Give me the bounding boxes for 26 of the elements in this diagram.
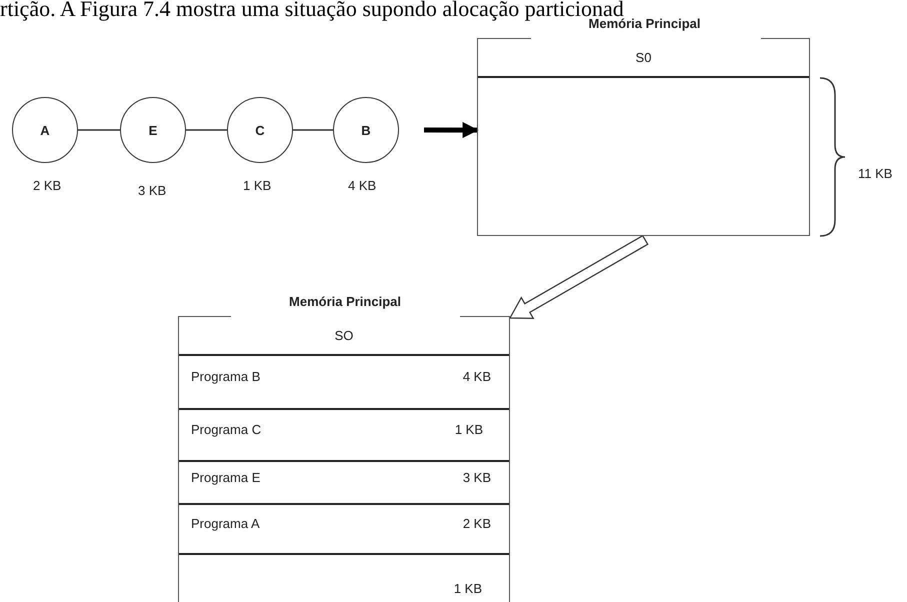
connector-line: [78, 129, 120, 131]
size-label: 3 KB: [138, 183, 166, 198]
program-name: Programa C: [191, 422, 262, 437]
program-size: 2 KB: [462, 516, 491, 531]
size-label: 11 KB: [858, 166, 892, 181]
size-label: 4 KB: [348, 178, 376, 193]
process-circle: C: [227, 97, 293, 163]
program-size: 4 KB: [462, 369, 491, 384]
connector-line: [186, 129, 227, 131]
size-label: 1 KB: [243, 178, 272, 193]
program-name: Programa E: [191, 470, 260, 485]
partition-label: S0: [636, 50, 652, 65]
program-name: Programa A: [191, 516, 260, 531]
process-circle: E: [120, 97, 186, 163]
process-circle: B: [333, 97, 399, 163]
size-label: 2 KB: [33, 178, 62, 193]
program-size: 3 KB: [462, 470, 491, 485]
process-circle: A: [12, 97, 78, 163]
memory-title: Memória Principal: [289, 294, 401, 309]
partition-label: SO: [334, 328, 354, 343]
program-name: Programa B: [191, 369, 260, 384]
connector-line: [293, 129, 333, 131]
program-size: 1 KB: [454, 422, 483, 437]
arrow: [424, 122, 479, 138]
partition-label: 1 KB: [454, 581, 482, 596]
arrow: [509, 234, 649, 320]
